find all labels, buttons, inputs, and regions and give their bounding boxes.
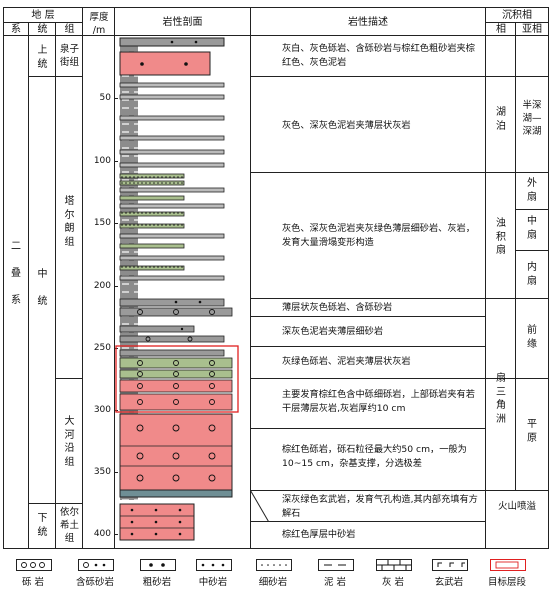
tick-label: 400 [93, 529, 111, 539]
description-5: 深灰色泥岩夹薄层细砂岩 [282, 326, 384, 337]
tick-label: 350 [93, 467, 111, 477]
legend-label: 玄武岩 [434, 577, 464, 588]
lithology-description-header: 岩性描述 [348, 17, 388, 28]
system-label: 二 叠 系 [11, 241, 21, 306]
legend-label: 含砾砂岩 [75, 577, 114, 588]
coarse-sandstone-icon [140, 559, 176, 571]
description-7: 主要发育棕红色含中砾细砾岩，上部砾岩夹有若干层薄层灰岩,灰岩厚约10 cm [282, 389, 475, 415]
conglomerate-icon [16, 559, 52, 571]
description-4: 薄层状灰色砾岩、含砾砂岩 [282, 302, 393, 313]
lithology-profile-header: 岩性剖面 [162, 17, 203, 28]
formation-header: 组 [64, 24, 75, 35]
series-upper-label: 上 统 [37, 45, 48, 70]
series-header: 统 [37, 24, 48, 35]
description-3: 灰色、深灰色泥岩夹灰绿色薄层细砂岩、灰岩，发育大量滑塌变形构造 [282, 223, 475, 249]
tick-label: 100 [93, 156, 111, 166]
tick-label: 200 [93, 281, 111, 291]
fm-taerlang-label: 塔 尔 朗 组 [64, 196, 75, 248]
legend-label: 灰 岩 [381, 577, 405, 588]
fm-yierxi-label: 依尔 希土 组 [59, 507, 79, 544]
limestone-interbeds [119, 82, 225, 168]
fm-dahe-label: 大 河 沿 组 [64, 416, 75, 468]
system-header: 系 [11, 24, 21, 35]
mudstone-icon [318, 559, 354, 571]
description-2: 灰色、深灰色泥岩夹薄层状灰岩 [282, 120, 411, 131]
description-6: 灰绿色砾岩、泥岩夹薄层状灰岩 [282, 356, 411, 367]
legend-label: 泥 岩 [323, 577, 347, 588]
fine-sandstone-interbeds [119, 173, 225, 281]
tick-label: 50 [99, 93, 111, 103]
strata-header: 地 层 [31, 10, 55, 21]
conglomerate-thin-beds [119, 298, 233, 343]
facies-front: 前 缘 [527, 325, 537, 350]
facies-sub-header: 亚相 [522, 24, 542, 35]
tick-label: 150 [93, 218, 111, 228]
facies-main-header: 相 [496, 24, 506, 35]
legend-label: 粗砂岩 [142, 577, 172, 588]
facies-middle-fan: 中 扇 [527, 216, 537, 241]
facies-header: 沉积相 [502, 10, 532, 21]
description-8: 棕红色砾岩，砾石粒径最大约50 cm，一般为10~15 cm，杂基支撑，分选极差 [282, 444, 467, 470]
facies-volcanic: 火山喷溢 [497, 501, 536, 512]
legend-label: 细砂岩 [258, 577, 288, 588]
series-lower-label: 下 统 [37, 513, 48, 538]
facies-outer-fan: 外 扇 [527, 178, 537, 203]
legend-label: 目标层段 [487, 577, 526, 588]
tick-label: 250 [93, 343, 111, 353]
legend-label: 中砂岩 [198, 577, 228, 588]
basalt-bed [119, 489, 233, 498]
facies-semi-deep: 半深 湖— 深湖 [522, 100, 542, 137]
description-10: 棕红色厚层中砂岩 [282, 529, 356, 540]
facies-inner-fan: 内 扇 [527, 262, 537, 287]
target-interval-beds [119, 349, 233, 411]
target-interval-outline [115, 345, 239, 413]
fm-quanziji-label: 泉子 街组 [59, 44, 79, 68]
coarse-sandstone-bed [119, 51, 211, 76]
series-middle-label: 中 统 [37, 269, 48, 307]
legend-label: 砾 岩 [21, 577, 45, 588]
thickness-header: 厚度 /m [89, 12, 109, 36]
facies-lake: 湖 泊 [496, 107, 506, 132]
description-1: 灰白、灰色砾岩、含砾砂岩与棕红色粗砂岩夹棕红色、灰色泥岩 [282, 43, 475, 69]
description-9: 深灰绿色玄武岩，发育气孔构造,其内部充填有方解石 [282, 494, 478, 520]
facies-plain: 平 原 [527, 419, 537, 444]
facies-turbidite: 浊 积 扇 [496, 218, 506, 256]
red-conglomerate-bed [119, 413, 233, 491]
facies-fan-delta: 扇 三 角 洲 [496, 373, 506, 425]
tick-label: 300 [93, 405, 111, 415]
